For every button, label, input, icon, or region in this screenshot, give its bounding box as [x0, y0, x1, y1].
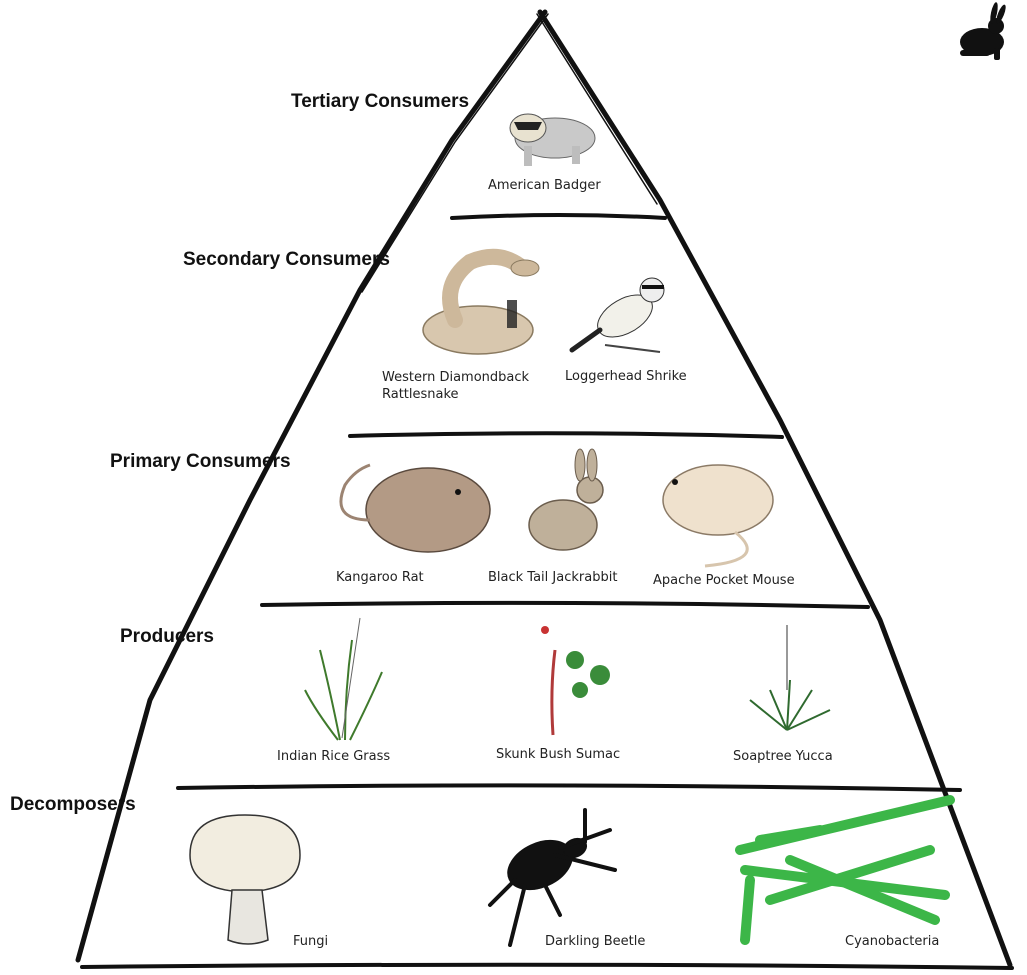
organism-label-jackrabbit: Black Tail Jackrabbit — [488, 570, 617, 585]
loggerhead-shrike-illustration — [572, 278, 664, 352]
organism-label-loggerhead-shrike: Loggerhead Shrike — [565, 369, 687, 384]
level-label-producers: Producers — [120, 626, 214, 647]
pocket-mouse-illustration — [663, 465, 773, 566]
organism-label-indian-rice-grass: Indian Rice Grass — [277, 749, 390, 764]
indian-rice-grass-illustration — [305, 618, 382, 740]
american-badger-illustration — [510, 114, 595, 166]
soaptree-yucca-illustration — [750, 625, 830, 730]
darkling-beetle-illustration — [490, 810, 615, 945]
organism-label-fungi: Fungi — [293, 934, 328, 949]
jackrabbit-silhouette-icon — [960, 2, 1008, 60]
rattlesnake-illustration — [423, 257, 539, 354]
organism-label-kangaroo-rat: Kangaroo Rat — [336, 570, 424, 585]
divider-tertiary — [452, 215, 665, 218]
organism-label-soaptree-yucca: Soaptree Yucca — [733, 749, 833, 764]
level-label-secondary: Secondary Consumers — [183, 249, 390, 270]
pyramid-base — [82, 965, 1012, 968]
level-label-tertiary: Tertiary Consumers — [291, 91, 469, 112]
jackrabbit-illustration — [529, 449, 603, 550]
fungi-illustration — [190, 815, 300, 944]
divider-secondary — [350, 433, 782, 437]
divider-primary — [262, 603, 868, 607]
divider-producers — [178, 785, 960, 790]
organism-label-skunk-bush-sumac: Skunk Bush Sumac — [496, 747, 620, 762]
organism-label-american-badger: American Badger — [488, 178, 601, 193]
cyanobacteria-illustration — [740, 800, 950, 940]
level-label-primary: Primary Consumers — [110, 451, 291, 472]
kangaroo-rat-illustration — [341, 465, 490, 552]
organism-label-darkling-beetle: Darkling Beetle — [545, 934, 645, 949]
organism-label-pocket-mouse: Apache Pocket Mouse — [653, 573, 795, 588]
skunk-bush-sumac-illustration — [541, 626, 610, 735]
pyramid-right-edge — [540, 12, 1010, 965]
level-label-decomposers: Decomposers — [10, 794, 136, 815]
organism-label-cyanobacteria: Cyanobacteria — [845, 934, 939, 949]
